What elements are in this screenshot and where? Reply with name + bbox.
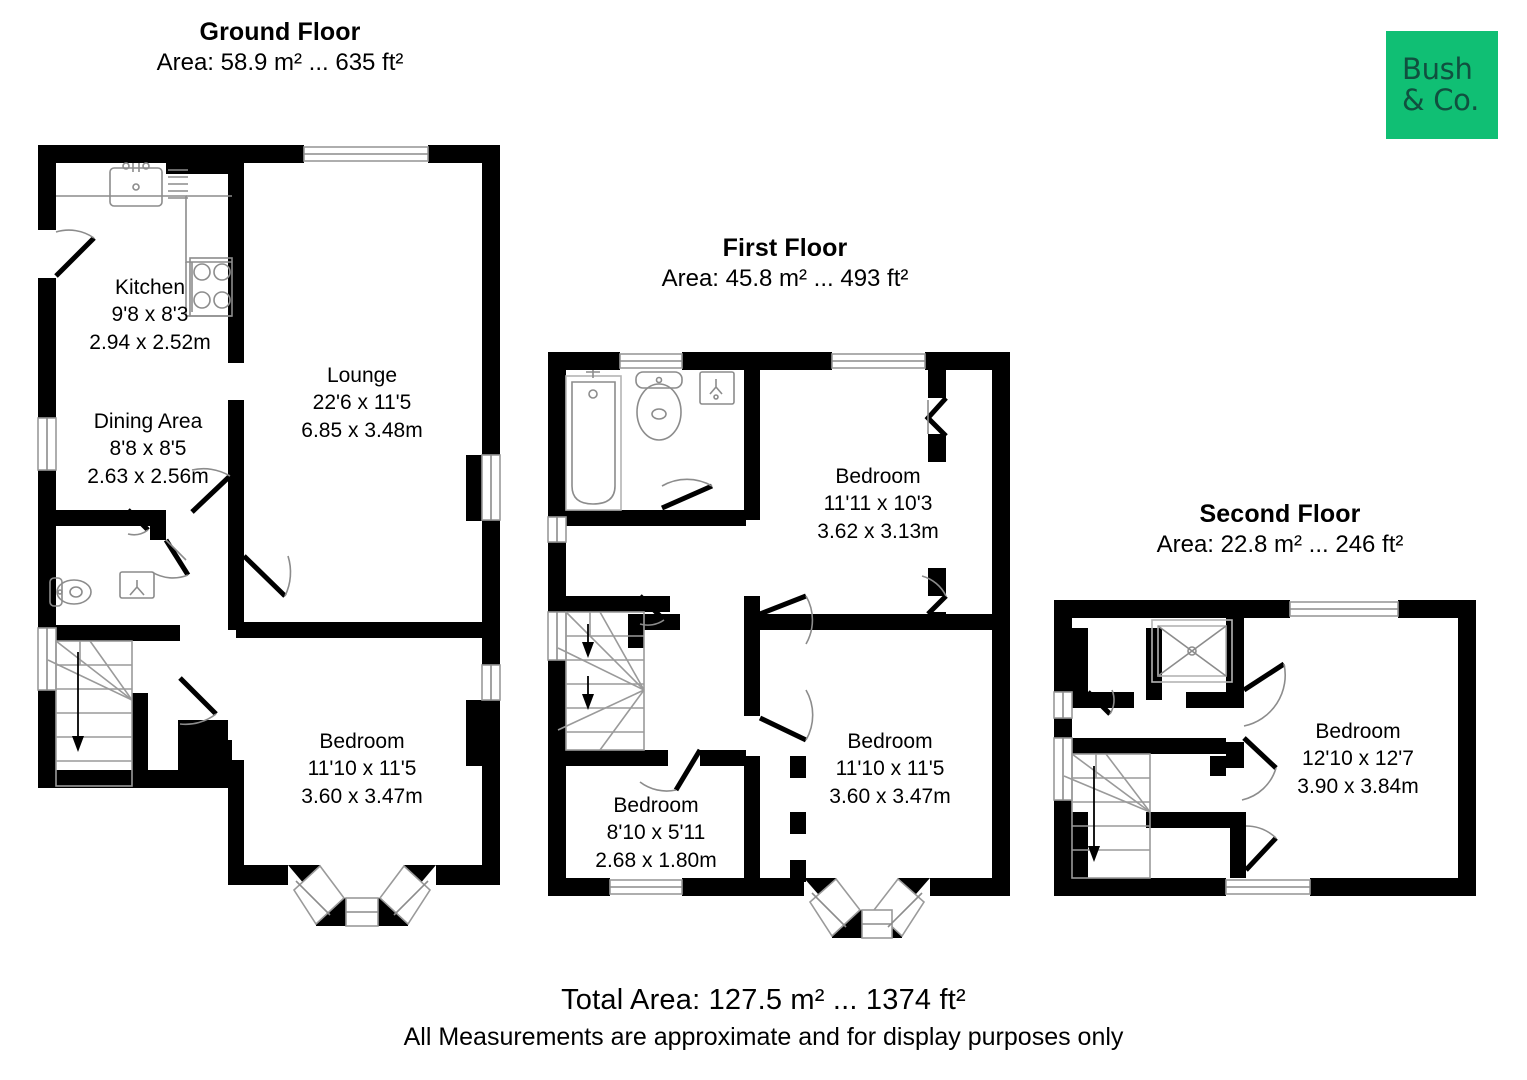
room-label-first-front-bedroom: Bedroom 11'10 x 11'5 3.60 x 3.47m xyxy=(790,728,990,810)
room-name: Bedroom xyxy=(1315,720,1401,743)
room-label-first-rear-bedroom: Bedroom 11'11 x 10'3 3.62 x 3.13m xyxy=(778,463,978,545)
room-name: Lounge xyxy=(326,364,398,387)
room-name: Bedroom xyxy=(613,794,699,817)
second-floor-plan xyxy=(1053,600,1476,896)
room-imperial: 9'8 x 8'3 xyxy=(111,303,189,327)
bathroom-fittings xyxy=(565,370,735,511)
ground-floor-plan xyxy=(37,145,501,927)
second-floor-windows xyxy=(1053,601,1399,895)
room-label-second-bedroom: Bedroom 12'10 x 12'7 3.90 x 3.84m xyxy=(1258,718,1458,800)
room-label-ground-bedroom: Bedroom 11'10 x 11'5 3.60 x 3.47m xyxy=(262,728,462,810)
room-name: Bedroom xyxy=(319,730,405,753)
second-floor-title: Second Floor xyxy=(1199,500,1361,528)
brand-logo-line2: & Co. xyxy=(1402,83,1480,117)
room-name: Bedroom xyxy=(847,730,933,753)
total-area-text: Total Area: 127.5 m² ... 1374 ft² xyxy=(561,984,966,1016)
second-floor-heading: Second Floor Area: 22.8 m² ... 246 ft² xyxy=(1070,498,1490,561)
room-imperial: 22'6 x 11'5 xyxy=(312,391,412,415)
room-metric: 2.94 x 2.52m xyxy=(89,330,211,354)
footer: Total Area: 127.5 m² ... 1374 ft² All Me… xyxy=(0,984,1527,1052)
room-metric: 3.60 x 3.47m xyxy=(829,784,951,808)
room-label-dining-area: Dining Area 8'8 x 8'5 2.63 x 2.56m xyxy=(44,408,252,490)
room-label-first-small-bedroom: Bedroom 8'10 x 5'11 2.68 x 1.80m xyxy=(566,792,746,874)
ground-floor-doors xyxy=(54,229,292,726)
second-floor-doors xyxy=(1086,661,1287,872)
room-name: Bedroom xyxy=(835,465,921,488)
room-imperial: 8'10 x 5'11 xyxy=(606,821,706,845)
first-floor-plan xyxy=(547,352,1010,939)
first-floor-doors xyxy=(638,396,948,792)
ground-floor-area: Area: 58.9 m² ... 635 ft² xyxy=(156,49,404,76)
wc-fittings xyxy=(49,571,155,607)
first-floor-area: Area: 45.8 m² ... 493 ft² xyxy=(661,265,909,292)
second-floor-stairs xyxy=(1063,753,1151,879)
brand-logo: Bush & Co. xyxy=(1386,31,1498,139)
second-floor-area: Area: 22.8 m² ... 246 ft² xyxy=(1156,531,1404,558)
second-floor-walls xyxy=(1054,600,1476,896)
room-metric: 3.90 x 3.84m xyxy=(1297,774,1419,798)
kitchen-fittings xyxy=(56,162,233,317)
room-imperial: 11'11 x 10'3 xyxy=(823,492,933,516)
room-label-kitchen: Kitchen 9'8 x 8'3 2.94 x 2.52m xyxy=(50,274,250,356)
first-floor-stairs xyxy=(557,611,645,751)
brand-logo-line1: Bush xyxy=(1402,51,1473,86)
room-metric: 3.62 x 3.13m xyxy=(817,519,939,543)
room-metric: 2.63 x 2.56m xyxy=(87,464,209,488)
room-imperial: 11'10 x 11'5 xyxy=(835,757,945,781)
ground-floor-walls xyxy=(38,145,500,926)
room-imperial: 12'10 x 12'7 xyxy=(1302,747,1414,771)
room-imperial: 8'8 x 8'5 xyxy=(109,437,187,461)
rooflight xyxy=(1151,619,1233,683)
disclaimer-text: All Measurements are approximate and for… xyxy=(403,1023,1124,1051)
ground-floor-stairs xyxy=(47,640,133,787)
ground-floor-title: Ground Floor xyxy=(199,18,361,46)
ground-floor-heading: Ground Floor Area: 58.9 m² ... 635 ft² xyxy=(75,16,485,79)
first-floor-title: First Floor xyxy=(722,234,848,262)
ground-floor-windows xyxy=(37,146,501,927)
room-imperial: 11'10 x 11'5 xyxy=(307,757,417,781)
room-metric: 6.85 x 3.48m xyxy=(301,418,423,442)
room-metric: 3.60 x 3.47m xyxy=(301,784,423,808)
first-floor-heading: First Floor Area: 45.8 m² ... 493 ft² xyxy=(575,232,995,295)
first-floor-windows xyxy=(547,353,926,939)
room-label-lounge: Lounge 22'6 x 11'5 6.85 x 3.48m xyxy=(262,362,462,444)
room-name: Dining Area xyxy=(93,410,203,433)
room-name: Kitchen xyxy=(114,276,186,299)
room-metric: 2.68 x 1.80m xyxy=(595,848,717,872)
